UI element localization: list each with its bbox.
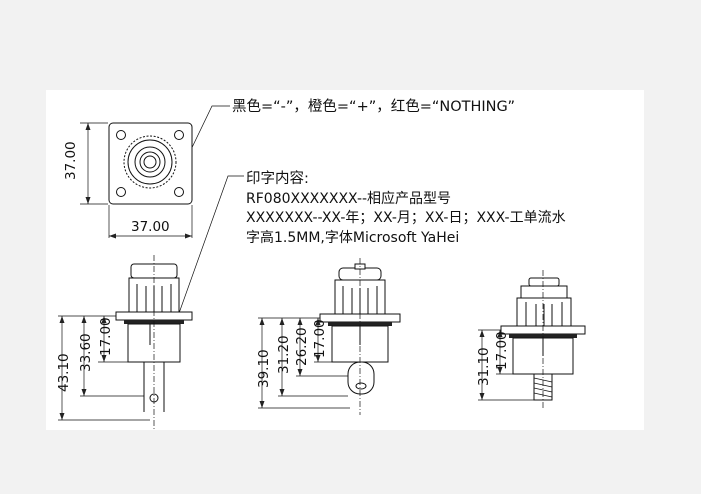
sv1-dim-mid: 33.60 [78,333,94,372]
sv2-dim-overall: 39.10 [256,349,272,388]
side-view-3-dims: 31.10 17.00 [476,329,534,401]
sv1-dim-body: 17.00 [98,317,114,356]
sv3-dim-overall: 31.10 [476,347,492,386]
print-leader-line [177,175,244,317]
side-view-3 [500,270,586,410]
print-heading: 印字内容: [246,170,309,187]
side-view-1-dims: 43.10 33.60 17.00 [56,315,150,421]
top-height-label: 37.00 [63,141,79,180]
print-line-font: 字高1.5MM,字体Microsoft YaHei [246,229,459,246]
sv2-dim-b: 26.20 [294,327,310,366]
top-view-width-dim: 37.00 [108,205,193,239]
print-line-date: XXXXXXX--XX-年；XX-月；XX-日；XXX-工单流水 [246,210,566,226]
top-view [108,122,193,205]
print-line-model: RF080XXXXXXX--相应产品型号 [246,190,451,207]
sv1-dim-overall: 43.10 [56,353,72,392]
sv2-dim-body: 17.00 [312,319,328,358]
side-view-2 [319,258,401,415]
sv2-dim-a: 31.20 [276,335,292,374]
side-view-1 [115,255,193,430]
top-view-height-dim: 37.00 [63,122,108,205]
top-width-label: 37.00 [131,219,170,235]
color-note: 黑色=“-”，橙色=“+”，红色=“NOTHING” [232,98,515,115]
sv3-dim-body: 17.00 [494,331,510,370]
side-view-2-dims: 39.10 31.20 26.20 17.00 [256,317,350,409]
color-leader-line [185,105,230,161]
